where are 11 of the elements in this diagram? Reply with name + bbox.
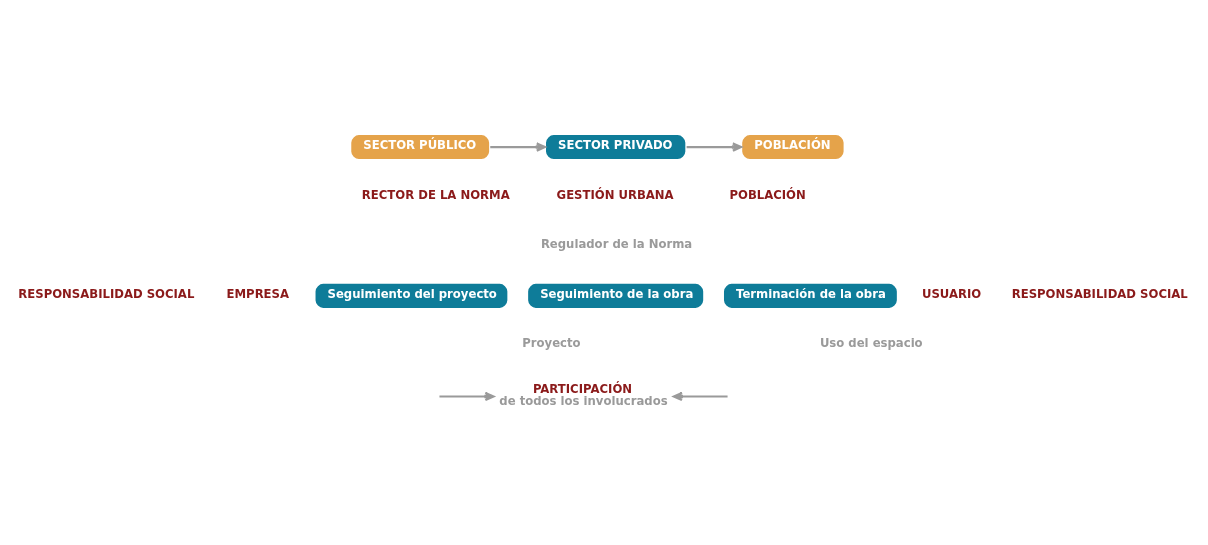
label: Regulador de la Norma bbox=[540, 237, 693, 252]
label: USUARIO bbox=[922, 286, 982, 301]
label: POBLACIÓN bbox=[729, 187, 806, 202]
label: Proyecto bbox=[522, 336, 581, 351]
label: RESPONSABILIDAD SOCIAL bbox=[1011, 286, 1188, 301]
label: EMPRESA bbox=[226, 286, 290, 301]
label: GESTIÓN URBANA bbox=[556, 187, 674, 202]
node-text: PARTICIPACIÓN de todos los involucrados bbox=[499, 382, 668, 409]
label: RESPONSABILIDAD SOCIAL bbox=[18, 286, 195, 301]
label: Uso del espacio bbox=[819, 336, 923, 351]
label: RECTOR DE LA NORMA bbox=[361, 187, 510, 202]
